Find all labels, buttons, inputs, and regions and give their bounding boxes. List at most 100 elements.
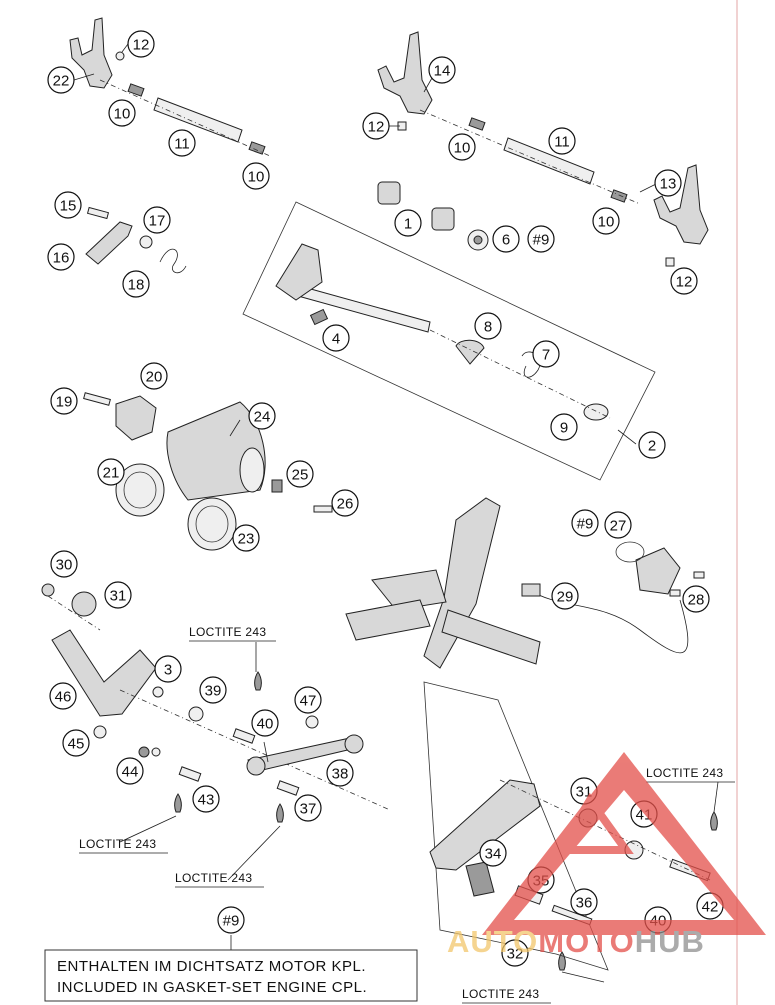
callout-23: 23	[232, 524, 260, 552]
footrest-arm	[371, 569, 447, 611]
leader-lines	[73, 43, 719, 983]
callout-label: 6	[502, 232, 510, 249]
callout-4: 4	[322, 324, 350, 352]
callout-hash9: #9	[217, 906, 245, 934]
screw-43	[178, 766, 202, 782]
callout-label: 10	[598, 214, 615, 231]
callout-label: 14	[434, 63, 451, 80]
pivot-bolt-30	[41, 583, 55, 597]
callout-label: 38	[332, 766, 349, 783]
callout-label: 47	[300, 693, 317, 710]
spring-10-a	[127, 83, 145, 97]
loctite-labels: LOCTITE 243 LOCTITE 243 LOCTITE 243 LOCT…	[79, 625, 735, 1004]
callout-13: 13	[654, 169, 682, 197]
callout-17: 17	[143, 206, 171, 234]
footpeg	[441, 609, 541, 665]
callout-label: 20	[146, 369, 163, 386]
spring-10-b	[248, 141, 266, 155]
callout-label: 11	[174, 136, 190, 153]
loctite-label-4: LOCTITE 243	[646, 766, 723, 780]
callout-label: 22	[53, 73, 70, 90]
callout-label: 12	[676, 274, 693, 291]
callout-label: 30	[56, 557, 73, 574]
callout-label: 28	[688, 592, 705, 609]
callout-15: 15	[54, 191, 82, 219]
callout-label: 15	[60, 198, 77, 215]
washer-9	[583, 403, 609, 421]
pedal-assembly-frame	[423, 681, 609, 971]
pin-26	[313, 505, 333, 513]
callout-10: 10	[242, 162, 270, 190]
shift-shaft-2	[297, 285, 431, 333]
watermark-hub: HUB	[635, 924, 705, 959]
bearing-21	[115, 463, 165, 517]
nut-44	[138, 746, 150, 758]
callout-label: 13	[660, 176, 677, 193]
callout-8: 8	[474, 312, 502, 340]
guide-8	[455, 339, 485, 365]
callout-11: 11	[168, 129, 196, 157]
screw-40	[232, 728, 256, 744]
switch-connector	[521, 583, 541, 597]
link-16	[85, 221, 133, 265]
footnote-line-2: INCLUDED IN GASKET-SET ENGINE CPL.	[57, 979, 367, 996]
callout-32: 32	[501, 939, 529, 967]
callout-label: 12	[368, 119, 385, 136]
footnote: ENTHALTEN IM DICHTSATZ MOTOR KPL. INCLUD…	[44, 949, 418, 1002]
washer-39	[188, 706, 204, 722]
loctite-label-5: LOCTITE 243	[462, 987, 539, 1001]
callout-label: 46	[55, 689, 72, 706]
callout-label: 25	[292, 467, 309, 484]
o-ring-27	[615, 541, 645, 563]
callout-25: 25	[286, 460, 314, 488]
callout-22: 22	[47, 66, 75, 94]
callout-hash9: #9	[571, 509, 599, 537]
callout-36: 36	[570, 888, 598, 916]
callout-7: 7	[532, 340, 560, 368]
bolt-19	[83, 392, 111, 406]
parts-drawing	[41, 17, 718, 971]
callout-label: 27	[610, 518, 627, 535]
callout-label: 26	[337, 496, 354, 513]
callout-label: 17	[149, 213, 166, 230]
callout-label: 23	[238, 531, 255, 548]
callout-14: 14	[428, 56, 456, 84]
callout-28: 28	[682, 585, 710, 613]
callout-label: 19	[56, 394, 73, 411]
callout-label: 32	[507, 946, 524, 963]
bushing-31	[71, 591, 97, 617]
callout-10: 10	[108, 99, 136, 127]
watermark-moto: MOTO	[538, 924, 634, 959]
callout-10: 10	[448, 133, 476, 161]
callout-12: 12	[127, 30, 155, 58]
washer-3	[152, 686, 164, 698]
needle-bearing-1b	[431, 207, 455, 231]
callout-label: 10	[114, 106, 131, 123]
callout-38: 38	[326, 759, 354, 787]
spring-4	[309, 308, 329, 326]
needle-bearing-1a	[377, 181, 401, 205]
callout-16: 16	[47, 243, 75, 271]
bushing-17	[139, 235, 153, 249]
callout-label: 43	[198, 792, 215, 809]
callout-31: 31	[104, 581, 132, 609]
callout-9: 9	[550, 413, 578, 441]
loctite-drop-1	[254, 671, 262, 691]
loctite-label-1: LOCTITE 243	[189, 625, 266, 639]
footrest-lower-arm	[345, 599, 431, 641]
spring-25	[271, 479, 283, 493]
loctite-label-2: LOCTITE 243	[79, 837, 156, 851]
loctite-label-3: LOCTITE 243	[175, 871, 252, 885]
bolt-15	[86, 206, 110, 220]
spring-34	[465, 861, 495, 897]
screw-28b	[669, 589, 681, 597]
callout-10: 10	[592, 207, 620, 235]
shift-fork-14	[377, 31, 433, 115]
spring-10-c	[468, 117, 486, 131]
spring-10-d	[610, 189, 628, 203]
fork-shaft-11-a	[153, 97, 243, 143]
callout-label: #9	[533, 232, 550, 249]
callout-24: 24	[248, 402, 276, 430]
loctite-drop-2	[174, 793, 182, 813]
